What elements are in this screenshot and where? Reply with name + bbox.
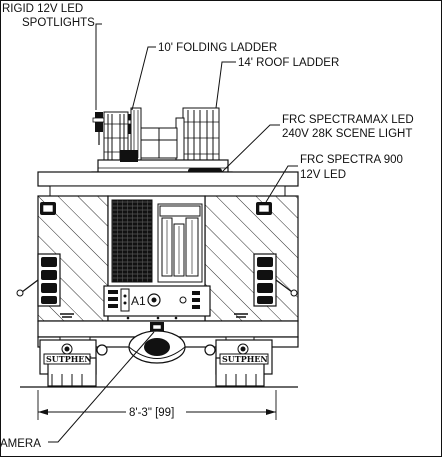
callout-spectra: FRC SPECTRA 900 12V LED bbox=[265, 154, 403, 203]
callout-scene-light: FRC SPECTRAMAX LED 240V 28K SCENE LIGHT bbox=[221, 114, 414, 173]
backup-camera-icon bbox=[150, 322, 164, 332]
rear-grille bbox=[111, 199, 153, 283]
control-panel: A1 bbox=[103, 285, 211, 317]
truck-body: A1 bbox=[16, 171, 299, 387]
callout-roof-ladder-label: 14' ROOF LADDER bbox=[238, 57, 339, 69]
width-dimension: 8'-3" [99] bbox=[37, 390, 277, 420]
callout-folding-ladder-label: 10' FOLDING LADDER bbox=[158, 42, 277, 54]
callout-scene-light-line2: 240V 28K SCENE LIGHT bbox=[282, 128, 412, 140]
spotlight-left-icon bbox=[92, 112, 106, 145]
callout-scene-light-line1: FRC SPECTRAMAX LED bbox=[282, 114, 414, 126]
callout-spotlights-line1: RIGID 12V LED bbox=[2, 3, 83, 15]
callout-folding-ladder: 10' FOLDING LADDER bbox=[131, 42, 277, 111]
callout-spotlights-line2: SPOTLIGHTS bbox=[22, 17, 95, 29]
tail-lights-left-icon bbox=[37, 253, 61, 307]
mud-flap-badge-left: SUTPHEN bbox=[46, 354, 92, 364]
compartment-right bbox=[204, 195, 299, 322]
rear-wheel-left: SUTPHEN bbox=[39, 339, 97, 387]
roof-ladder-icon bbox=[175, 107, 220, 169]
tail-lights-right-icon bbox=[253, 253, 277, 307]
callout-spectra-line1: FRC SPECTRA 900 bbox=[300, 154, 403, 166]
callout-spotlights: RIGID 12V LED SPOTLIGHTS bbox=[2, 3, 102, 110]
equipment-rack bbox=[157, 203, 203, 283]
differential-icon bbox=[128, 330, 186, 364]
callout-spectra-line2: 12V LED bbox=[300, 169, 346, 181]
panel-id-label: A1 bbox=[131, 294, 146, 308]
dimension-label: 8'-3" [99] bbox=[129, 407, 174, 419]
mud-flap-badge-right: SUTPHEN bbox=[222, 354, 268, 364]
callout-roof-ladder: 14' ROOF LADDER bbox=[215, 57, 339, 109]
rear-wheel-right: SUTPHEN bbox=[215, 339, 273, 387]
callout-camera: AMERA bbox=[0, 331, 155, 450]
callout-camera-label: AMERA bbox=[0, 438, 41, 450]
